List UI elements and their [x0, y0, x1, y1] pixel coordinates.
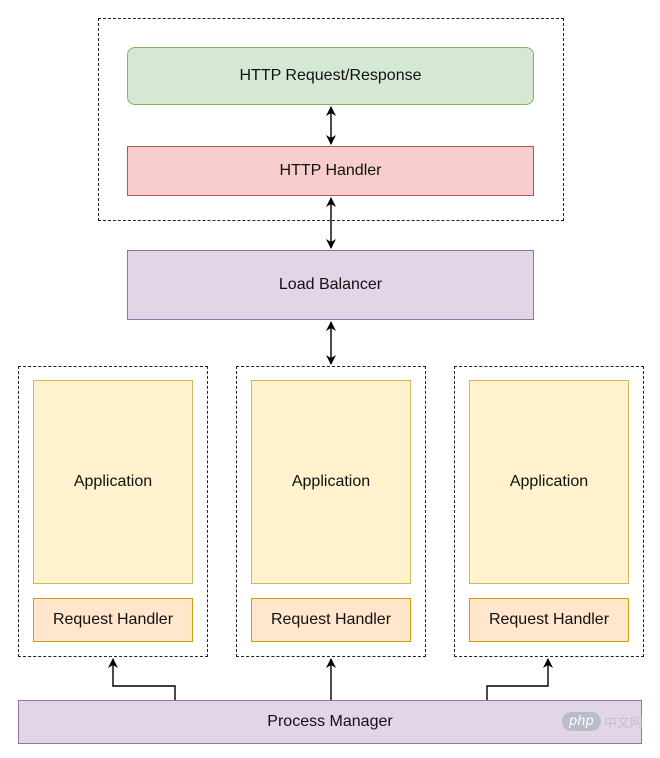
arrow-pm-to-worker-1: [108, 658, 176, 700]
watermark-badge: php: [562, 712, 601, 731]
watermark-text: 中文网: [603, 716, 643, 731]
http-request-response-box: HTTP Request/Response: [127, 47, 534, 105]
request-handler-box-3: Request Handler: [469, 598, 629, 642]
application-box-2: Application: [251, 380, 411, 584]
process-manager-box: Process Manager: [18, 700, 642, 744]
request-handler-box-2: Request Handler: [251, 598, 411, 642]
request-handler-box-1: Request Handler: [33, 598, 193, 642]
worker-group-2: [236, 366, 426, 657]
worker-group-1: [18, 366, 208, 657]
load-balancer-box: Load Balancer: [127, 250, 534, 320]
worker-group-3: [454, 366, 644, 657]
application-box-3: Application: [469, 380, 629, 584]
arrow-pm-to-worker-3: [486, 658, 553, 700]
http-handler-box: HTTP Handler: [127, 146, 534, 196]
php-cn-watermark: php 中文网: [562, 712, 643, 731]
application-box-1: Application: [33, 380, 193, 584]
